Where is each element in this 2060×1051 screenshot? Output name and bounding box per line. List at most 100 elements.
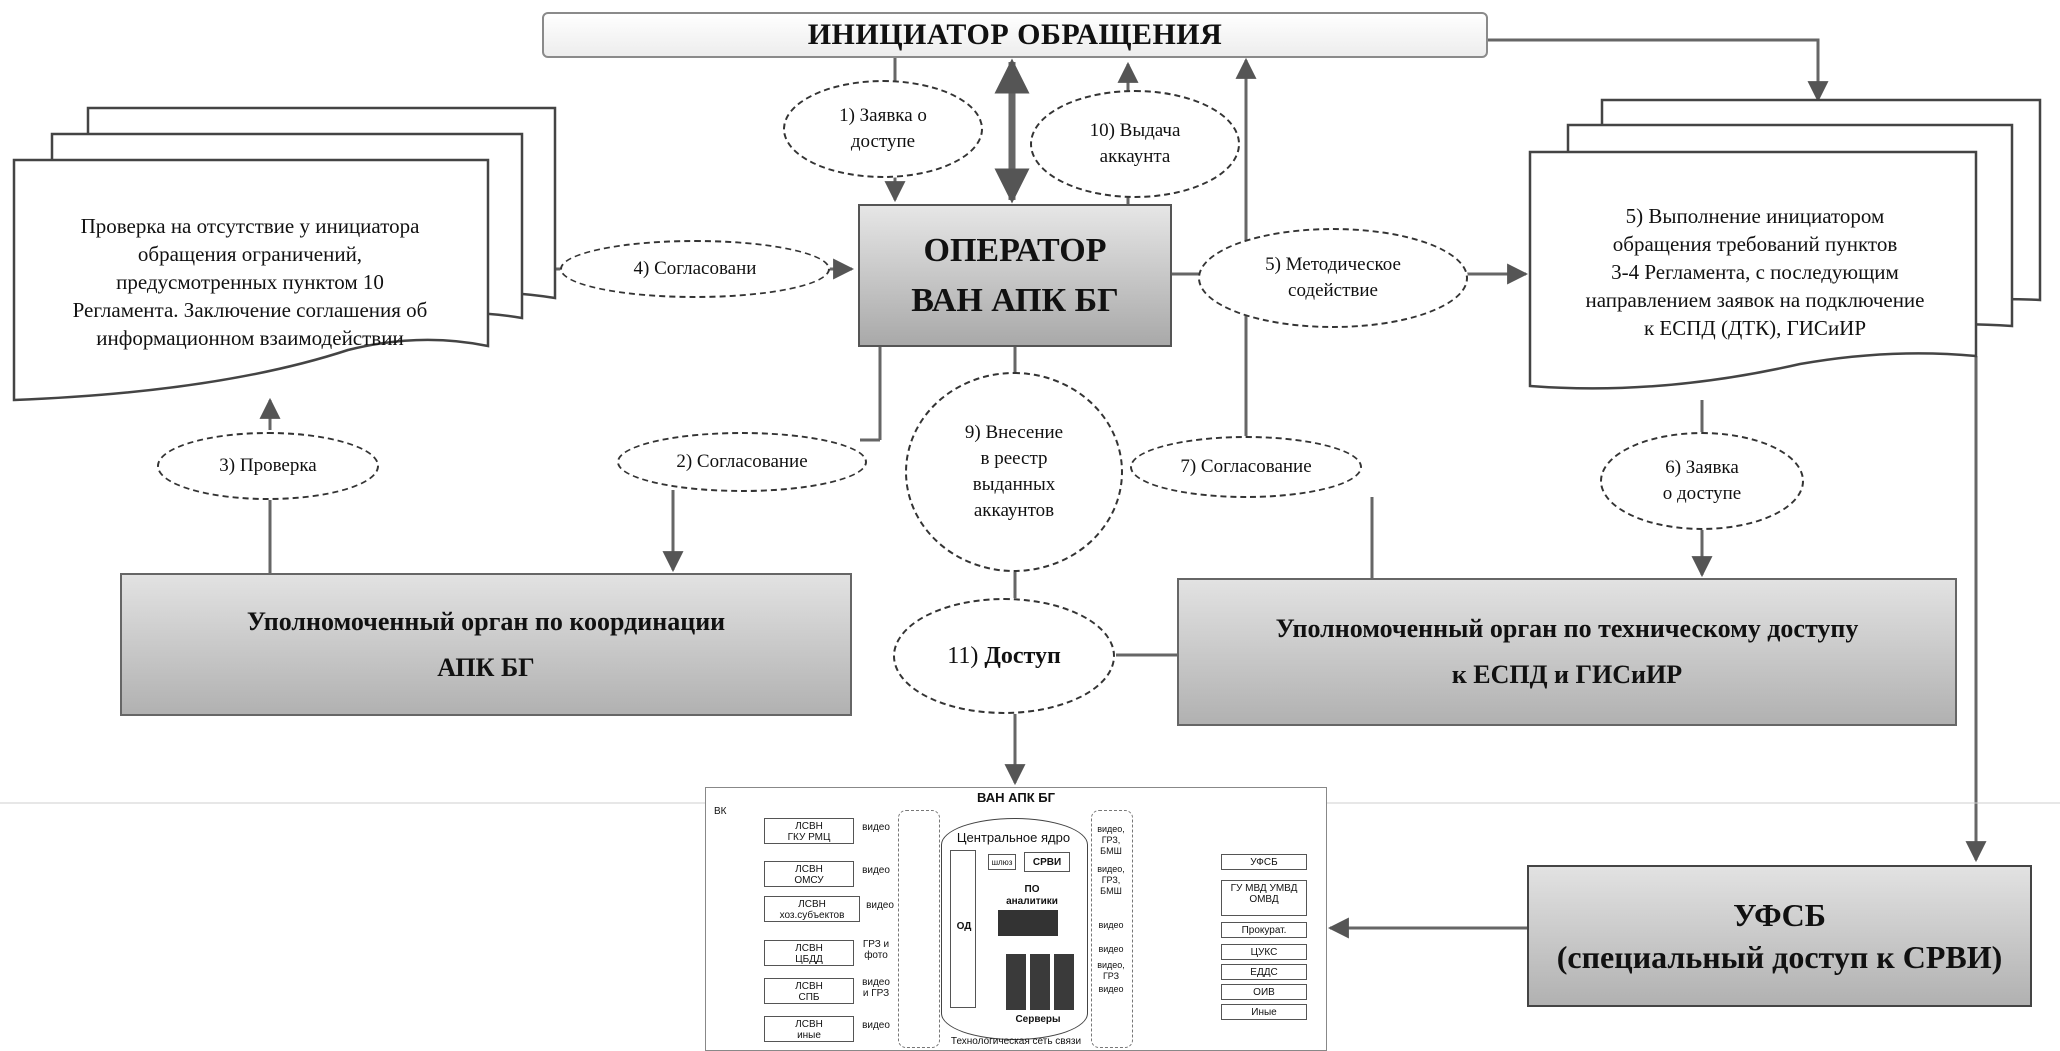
right-doc-line: 5) Выполнение инициатором <box>1625 204 1885 228</box>
source-box-line: хоз.субъектов <box>779 910 845 921</box>
step-11-word: Доступ <box>984 643 1061 669</box>
ufsb-line1: УФСБ <box>1733 897 1826 933</box>
step-label: в реестр <box>980 448 1048 469</box>
technical-authority-line2: к ЕСПД и ГИСиИР <box>1451 660 1683 689</box>
right-doc-line: обращения требований пунктов <box>1612 232 1898 256</box>
source-box-line: иные <box>797 1030 821 1041</box>
target-box-label: УФСБ <box>1250 857 1278 868</box>
left-doc-line: предусмотренных пунктом 10 <box>116 270 384 294</box>
step-label: выданных <box>972 474 1056 495</box>
flow-label: ГРЗ и фото <box>862 939 890 961</box>
step-label: 6) Заявка <box>1665 457 1739 478</box>
step-5-assistance-ellipse: 5) Методическое содействие <box>1198 228 1468 328</box>
right-channel <box>1091 810 1133 1048</box>
target-box-label: Прокурат. <box>1241 925 1287 936</box>
ufsb-box: УФСБ (специальный доступ к СРВИ) <box>1527 865 2032 1007</box>
coordination-authority-line2: АПК БГ <box>437 652 535 682</box>
left-doc-line: Регламента. Заключение соглашения об <box>72 298 428 322</box>
step-label: 7) Согласование <box>1180 456 1312 477</box>
step-label: 9) Внесение <box>964 422 1064 443</box>
target-box: Иные <box>1221 1004 1307 1020</box>
source-box-line: ЛСВН <box>798 899 826 910</box>
step-9-registry-ellipse: 9) Внесение в реестр выданных аккаунтов <box>905 372 1123 572</box>
network-footer: Технологическая сеть связи <box>950 1036 1082 1047</box>
po-label: ПО <box>1024 884 1040 895</box>
source-box-line: ЛСВН <box>795 821 823 832</box>
flow-label: видео <box>862 865 890 876</box>
target-box-label: ГУ МВД УМВД ОМВД <box>1230 883 1298 905</box>
od-label: ОД <box>956 921 972 932</box>
step-label: 2) Согласование <box>676 451 808 472</box>
step-label: о доступе <box>1662 483 1742 504</box>
target-box-label: ЕДДС <box>1250 967 1278 978</box>
flow-label: видео, ГРЗ, БМШ <box>1097 864 1125 896</box>
source-box-line: ГКУ РМЦ <box>787 832 831 843</box>
server-rack <box>1030 954 1050 1010</box>
srvi-box: СРВИ <box>1024 852 1070 872</box>
right-document-stack <box>1528 98 2042 390</box>
operator-line2: ВАН АПК БГ <box>911 281 1119 319</box>
servers-label: Серверы <box>1015 1014 1061 1025</box>
target-box: ЕДДС <box>1221 964 1307 980</box>
source-box-line: ЛСВН <box>795 864 823 875</box>
flow-label: видео <box>1098 984 1124 994</box>
flow-label: видео <box>1098 944 1124 954</box>
step-label: аккаунтов <box>973 500 1055 521</box>
source-box-line: ЛСВН <box>795 943 823 954</box>
step-label: доступе <box>850 131 916 152</box>
step-label: 3) Проверка <box>219 455 317 476</box>
left-document-stack <box>12 106 557 402</box>
right-document-text: 5) Выполнение инициатором обращения треб… <box>1540 202 1970 342</box>
initiator-box: ИНИЦИАТОР ОБРАЩЕНИЯ <box>542 12 1488 58</box>
operator-line1: ОПЕРАТОР <box>923 231 1107 269</box>
left-doc-line: информационном взаимодействии <box>96 326 404 350</box>
flow-label: видео, ГРЗ <box>1097 960 1125 981</box>
right-doc-line: 3-4 Регламента, с последующим <box>1611 260 1899 284</box>
step-11-label: 11) Доступ <box>947 643 1061 669</box>
step-11-number: 11) <box>947 643 979 669</box>
gateway-box: шлюз <box>988 854 1016 870</box>
right-doc-line: направлением заявок на подключение <box>1585 288 1925 312</box>
source-box-line: ЦБДД <box>795 954 823 965</box>
step-label: 10) Выдача <box>1089 120 1181 141</box>
step-2-agreement-ellipse: 2) Согласование <box>617 432 867 492</box>
ufsb-line2: (специальный доступ к СРВИ) <box>1556 939 2003 975</box>
central-core-label: Центральное ядро <box>956 830 1071 845</box>
target-box: ОИВ <box>1221 984 1307 1000</box>
flow-label: видео и ГРЗ <box>862 977 890 999</box>
source-box-line: СПБ <box>798 992 820 1003</box>
gateway-label: шлюз <box>991 858 1013 867</box>
left-doc-line: Проверка на отсутствие у инициатора <box>80 214 420 238</box>
step-label: аккаунта <box>1099 146 1171 167</box>
step-10-account-ellipse: 10) Выдача аккаунта <box>1030 90 1240 198</box>
srvi-label: СРВИ <box>1032 857 1062 868</box>
central-core-cylinder <box>941 818 1088 1040</box>
network-title: ВАН АПК БГ <box>977 790 1055 805</box>
step-3-check-ellipse: 3) Проверка <box>157 432 379 500</box>
analytics-stack <box>998 910 1058 936</box>
operator-box: ОПЕРАТОР ВАН АПК БГ <box>858 204 1172 347</box>
target-box: ЦУКС <box>1221 944 1307 960</box>
server-rack <box>1006 954 1026 1010</box>
step-1-request-ellipse: 1) Заявка о доступе <box>783 80 983 178</box>
target-box: ГУ МВД УМВД ОМВД <box>1221 880 1307 916</box>
right-doc-line: к ЕСПД (ДТК), ГИСиИР <box>1643 316 1867 340</box>
vk-label: ВК <box>714 806 727 817</box>
od-box: ОД <box>950 850 976 1008</box>
step-label: 4) Согласовани <box>633 258 757 279</box>
source-box-line: ОМСУ <box>794 875 824 886</box>
target-box-label: ОИВ <box>1253 987 1275 998</box>
step-label: содействие <box>1288 280 1378 301</box>
flow-label: видео <box>862 822 890 833</box>
target-box: Прокурат. <box>1221 922 1307 938</box>
coordination-authority-line1: Уполномоченный орган по координации <box>246 606 726 636</box>
left-doc-line: обращения ограничений, <box>137 242 363 266</box>
target-box: УФСБ <box>1221 854 1307 870</box>
flow-label: видео <box>862 1020 890 1031</box>
source-box-line: ЛСВН <box>795 981 823 992</box>
